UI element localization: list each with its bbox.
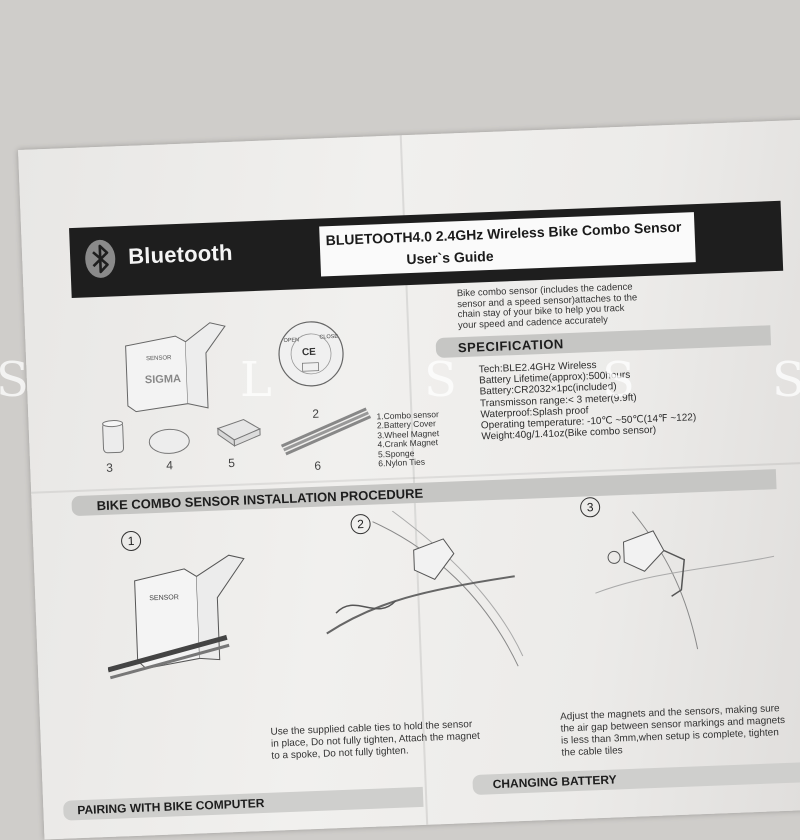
title-box: BLUETOOTH4.0 2.4GHz Wireless Bike Combo … [319, 212, 696, 277]
sensor-label: SENSOR [149, 594, 179, 602]
header-band: Bluetooth BLUETOOTH4.0 2.4GHz Wireless B… [69, 200, 784, 299]
close-label: CLOSE [319, 334, 338, 341]
step-3-drawing [595, 511, 775, 650]
sponge-drawing [216, 418, 262, 447]
step-number: 1 [120, 530, 142, 552]
document-title: BLUETOOTH4.0 2.4GHz Wireless Bike Combo … [325, 218, 682, 249]
step-1-drawing: SENSOR [107, 554, 245, 680]
open-label: OPEN [283, 337, 299, 344]
brand-name: Bluetooth [127, 239, 234, 269]
battery-heading-bar: CHANGING BATTERY [472, 762, 800, 796]
manual-sheet: Bluetooth BLUETOOTH4.0 2.4GHz Wireless B… [18, 119, 800, 840]
installation-steps: 1 SENSOR 2 3 [93, 496, 800, 723]
intro-text: Bike combo sensor (includes the cadence … [457, 280, 698, 331]
parts-illustration: SENSOR SIGMA 1 OPEN CLOSE CE 2 3 4 5 [94, 304, 440, 477]
battery-heading: CHANGING BATTERY [492, 772, 617, 792]
pairing-heading-bar: PAIRING WITH BIKE COMPUTER [63, 786, 424, 821]
parts-list-item: 6.Nylon Ties [378, 456, 426, 469]
pairing-heading: PAIRING WITH BIKE COMPUTER [77, 796, 265, 818]
step-caption-left: Use the supplied cable ties to hold the … [270, 716, 541, 762]
wheel-magnet-drawing [102, 420, 125, 454]
bluetooth-icon [85, 239, 116, 278]
battery-cover-drawing: OPEN CLOSE CE [278, 321, 344, 387]
watermark-letter: S [0, 352, 29, 408]
nylon-ties-drawing [280, 407, 372, 456]
part-number: 3 [105, 460, 114, 475]
document-subtitle: User`s Guide [406, 247, 494, 268]
parts-list: 1.Combo sensor 2.Battery Cover 3.Wheel M… [376, 409, 440, 469]
sensor-label: SENSOR [146, 355, 172, 362]
part-number: 5 [227, 455, 236, 471]
ce-mark: CE [302, 347, 317, 359]
part-number: 6 [314, 458, 322, 473]
combo-sensor-drawing: SENSOR SIGMA [125, 322, 226, 413]
part-number: 4 [165, 458, 174, 473]
specification-list: Tech:BLE2.4GHz Wireless Battery Lifetime… [479, 353, 782, 443]
crank-magnet-drawing [148, 428, 190, 454]
specification-heading: SPECIFICATION [457, 336, 565, 356]
svg-text:SIGMA: SIGMA [145, 373, 182, 386]
step-2-drawing [326, 510, 524, 667]
installation-heading: BIKE COMBO SENSOR INSTALLATION PROCEDURE [96, 485, 424, 514]
step-caption-right: Adjust the magnets and the sensors, maki… [560, 701, 800, 759]
